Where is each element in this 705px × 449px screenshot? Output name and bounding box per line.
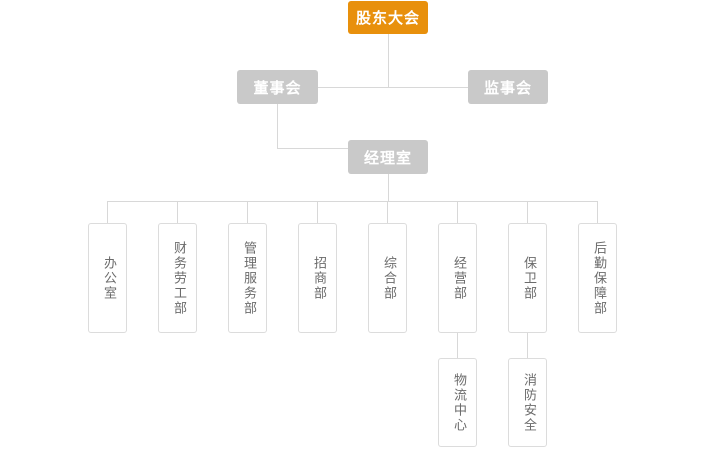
node-label: 董事会 xyxy=(253,78,302,97)
node-label: 消防安全 xyxy=(520,372,536,433)
node-department-finance-labor[interactable]: 财务劳工部 xyxy=(158,223,197,333)
connector-board-to-manager xyxy=(277,148,348,149)
node-department-operations[interactable]: 经营部 xyxy=(438,223,477,333)
connector-security-to-fire-safety xyxy=(527,333,528,358)
node-department-logistics-support[interactable]: 后勤保障部 xyxy=(578,223,617,333)
node-department-investment[interactable]: 招商部 xyxy=(298,223,337,333)
node-subunit-logistics-center[interactable]: 物流中心 xyxy=(438,358,477,447)
node-label: 财务劳工部 xyxy=(170,240,186,316)
node-board-of-directors[interactable]: 董事会 xyxy=(237,70,318,104)
node-label: 物流中心 xyxy=(450,372,466,433)
connector-drop-dept-7 xyxy=(527,201,528,223)
node-department-general[interactable]: 综合部 xyxy=(368,223,407,333)
connector-root-down xyxy=(388,34,389,87)
node-label: 经理室 xyxy=(363,148,412,167)
node-department-office[interactable]: 办公室 xyxy=(88,223,127,333)
connector-board-down xyxy=(277,104,278,148)
node-label: 综合部 xyxy=(380,255,396,301)
connector-drop-dept-5 xyxy=(387,201,388,223)
node-label: 保卫部 xyxy=(520,255,536,301)
node-label: 办公室 xyxy=(100,255,116,301)
connector-drop-dept-8 xyxy=(597,201,598,223)
connector-drop-dept-2 xyxy=(177,201,178,223)
connector-board-supervisor-bus xyxy=(318,87,468,88)
node-subunit-fire-safety[interactable]: 消防安全 xyxy=(508,358,547,447)
node-label: 股东大会 xyxy=(355,9,420,27)
node-label: 管理服务部 xyxy=(240,240,256,316)
node-department-management-service[interactable]: 管理服务部 xyxy=(228,223,267,333)
connector-drop-dept-1 xyxy=(107,201,108,223)
node-manager-office[interactable]: 经理室 xyxy=(348,140,428,174)
node-label: 经营部 xyxy=(450,255,466,301)
node-label: 招商部 xyxy=(310,255,326,301)
node-board-of-supervisors[interactable]: 监事会 xyxy=(468,70,548,104)
node-shareholders-meeting[interactable]: 股东大会 xyxy=(348,1,428,34)
node-label: 后勤保障部 xyxy=(590,240,606,316)
connector-drop-dept-3 xyxy=(247,201,248,223)
connector-department-bus xyxy=(107,201,597,202)
connector-drop-dept-4 xyxy=(317,201,318,223)
node-department-security[interactable]: 保卫部 xyxy=(508,223,547,333)
connector-operations-to-logistics-center xyxy=(457,333,458,358)
connector-drop-dept-6 xyxy=(457,201,458,223)
node-label: 监事会 xyxy=(483,78,532,97)
connector-manager-down xyxy=(388,174,389,201)
